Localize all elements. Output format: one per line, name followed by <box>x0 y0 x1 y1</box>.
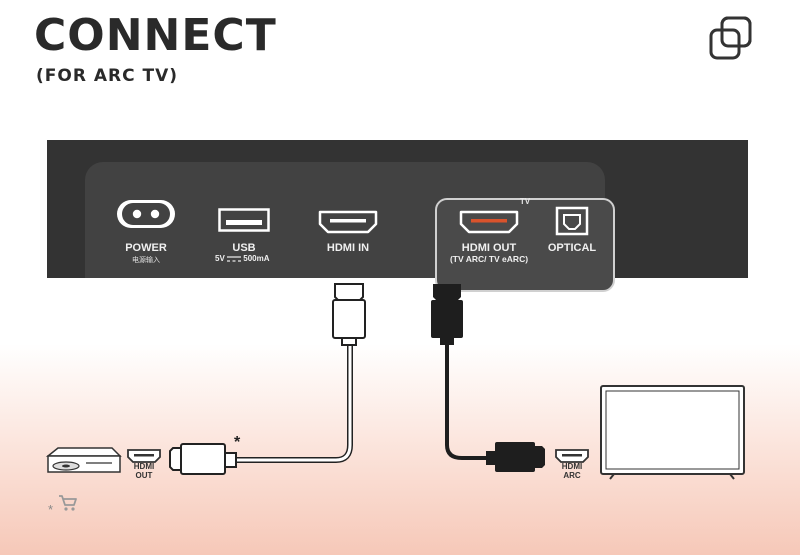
tv-port-label-line2: ARC <box>563 470 581 480</box>
power-port-icon <box>117 200 175 228</box>
tv-group-label: TV <box>519 197 531 206</box>
tv-port-group: TV <box>435 197 615 292</box>
hdmi-in-label: HDMI IN <box>326 242 370 254</box>
power-sublabel: 电源输入 <box>132 257 160 264</box>
page-subtitle: (FOR ARC TV) <box>36 66 179 86</box>
hdmi-out-label: HDMI OUT <box>461 242 517 254</box>
connector-plate: TV POWER 电源输入 USB 5V 500mA <box>85 162 615 292</box>
usb-port-icon <box>218 208 270 232</box>
source-port-label-line1: HDMI <box>133 462 155 471</box>
tv-port-label-line1: HDMI <box>561 462 583 471</box>
source-player-icon <box>45 447 122 473</box>
copy-icon[interactable] <box>706 14 756 64</box>
white-hdmi-cable <box>169 283 366 475</box>
hdmi-out-port-icon <box>459 210 519 234</box>
black-hdmi-cable <box>431 284 545 472</box>
usb-rating: 5V 500mA <box>215 254 270 263</box>
usb-current: 500mA <box>243 254 270 263</box>
tv-port-label: HDMI ARC <box>561 462 583 481</box>
page-title: CONNECT <box>34 10 277 61</box>
soundbar-rear-panel: TV POWER 电源输入 USB 5V 500mA <box>47 140 748 292</box>
source-port-label-line2: OUT <box>135 470 153 480</box>
shopping-cart-icon[interactable] <box>58 494 78 512</box>
hdmi-in-port-icon <box>318 210 378 234</box>
usb-label: USB <box>232 242 256 254</box>
power-label: POWER <box>125 242 167 254</box>
dc-symbol-icon <box>227 256 242 262</box>
optical-label: OPTICAL <box>547 242 597 254</box>
optical-port-icon <box>555 206 589 236</box>
footnote-marker: * <box>48 502 54 517</box>
source-port-label: HDMI OUT <box>133 462 155 481</box>
usb-voltage: 5V <box>215 254 225 263</box>
hdmi-out-sublabel: (TV ARC/ TV eARC) <box>449 254 529 264</box>
cable-note-marker: * <box>234 434 241 451</box>
television-icon <box>600 385 745 480</box>
